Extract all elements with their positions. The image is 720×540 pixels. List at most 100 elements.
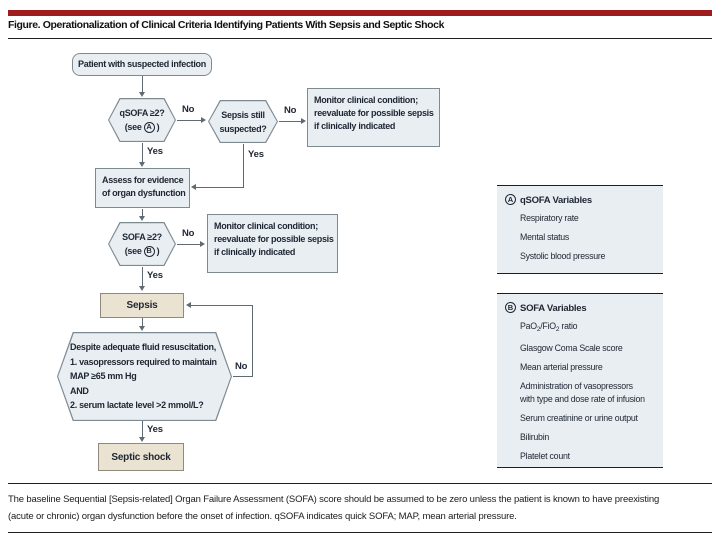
vaso-line1: Administration of vasopressors: [520, 381, 633, 391]
panel-b-items: PaO2/FiO2 ratio Glasgow Coma Scale score…: [505, 320, 655, 463]
decision-sepsis-still-text: Sepsis still suspected?: [208, 100, 278, 143]
arrowhead-down: [139, 92, 145, 97]
label-yes: Yes: [248, 149, 264, 160]
list-item-pao2-fio2: PaO2/FiO2 ratio: [520, 320, 655, 336]
node-monitor-1: Monitor clinical condition; reevaluate f…: [307, 88, 440, 147]
decision-septic-shock-criteria: Despite adequate fluid resuscitation, 1.…: [57, 332, 232, 421]
panel-b-heading: B SOFA Variables: [505, 302, 655, 314]
monitor1-line3: if clinically indicated: [314, 121, 396, 131]
criteria-line3: MAP ≥65 mm Hg: [70, 371, 137, 382]
footnote-line2: (acute or chronic) organ dysfunction bef…: [8, 511, 517, 522]
pao2-part: ratio: [559, 321, 578, 331]
ref-b-badge: B: [505, 302, 516, 313]
decision-sepsis-still-line2: suspected?: [219, 123, 267, 134]
assess-line2: of organ dysfunction: [102, 188, 186, 198]
list-item: Bilirubin: [520, 432, 550, 442]
panel-a-heading: A qSOFA Variables: [505, 194, 655, 206]
ref-a-badge: A: [143, 121, 155, 133]
arrowhead-down: [139, 326, 145, 331]
pao2-sub: 2: [536, 326, 541, 333]
figure-title: Figure. Operationalization of Clinical C…: [8, 19, 445, 31]
criteria-line2: 1. vasopressors required to maintain: [70, 356, 217, 367]
connector-line: [142, 143, 143, 163]
node-assess-organ-dysfunction: Assess for evidence of organ dysfunction: [95, 168, 190, 208]
label-yes: Yes: [147, 146, 163, 157]
list-item: Serum creatinine or urine output: [520, 413, 638, 423]
see-suffix: ): [156, 246, 160, 256]
assess-line1: Assess for evidence: [102, 175, 184, 185]
see-prefix: (see: [124, 122, 142, 132]
arrowhead-left: [191, 183, 196, 190]
monitor2-line2: reevaluate for possible sepsis: [214, 234, 334, 244]
decision-sepsis-still-suspected: Sepsis still suspected?: [208, 100, 278, 143]
connector-line: [243, 144, 244, 187]
panel-a-items: Respiratory rate Mental status Systolic …: [505, 212, 655, 263]
connector-line: [142, 267, 143, 287]
connector-line: [196, 187, 244, 188]
pao2-sub: 2: [555, 326, 560, 333]
node-sepsis-label: Sepsis: [126, 300, 158, 311]
list-item: Respiratory rate: [520, 213, 579, 223]
pao2-part: /FiO: [540, 321, 556, 331]
label-no: No: [235, 361, 248, 372]
decision-qsofa-line2: (see A ): [125, 120, 160, 134]
list-item-vasopressors: Administration of vasopressors with type…: [520, 380, 655, 406]
panel-b-title: SOFA Variables: [520, 303, 587, 314]
arrowhead-down: [139, 286, 145, 291]
label-no: No: [284, 105, 297, 116]
decision-qsofa-line1: qSOFA ≥2?: [119, 108, 165, 118]
node-sepsis: Sepsis: [100, 293, 184, 318]
decision-sofa-line1: SOFA ≥2?: [122, 232, 162, 242]
label-yes: Yes: [147, 424, 163, 435]
arrowhead-down: [139, 216, 145, 221]
arrowhead-right: [200, 240, 205, 247]
arrowhead-down: [139, 437, 145, 442]
connector-line: [142, 209, 143, 217]
connector-line: [279, 121, 302, 122]
hexagon-fill: [209, 101, 277, 142]
node-septic-shock-label: Septic shock: [111, 451, 171, 463]
monitor1-line2: reevaluate for possible sepsis: [314, 108, 434, 118]
ref-b-badge: B: [143, 245, 155, 257]
list-item: Mental status: [520, 232, 570, 242]
connector-line: [190, 305, 252, 306]
criteria-text: Despite adequate fluid resuscitation, 1.…: [57, 332, 232, 421]
pao2-part: PaO: [520, 321, 537, 331]
panel-qsofa-variables: A qSOFA Variables Respiratory rate Menta…: [497, 185, 663, 274]
accent-bar: [8, 10, 712, 16]
decision-sepsis-still-line1: Sepsis still: [221, 109, 265, 120]
decision-qsofa: qSOFA ≥2? (see A ): [108, 98, 176, 142]
connector-line: [177, 244, 201, 245]
vaso-line2: with type and dose rate of infusion: [520, 394, 645, 404]
panel-sofa-variables: B SOFA Variables PaO2/FiO2 ratio Glasgow…: [497, 293, 663, 468]
connector-line: [177, 120, 202, 121]
decision-sofa-text: SOFA ≥2? (see B ): [108, 222, 176, 266]
connector-line: [142, 318, 143, 327]
monitor2-line1: Monitor clinical condition;: [214, 221, 318, 231]
see-suffix: ): [156, 122, 160, 132]
footnote: The baseline Sequential [Sepsis-related]…: [8, 491, 720, 525]
monitor2-line3: if clinically indicated: [214, 247, 296, 257]
arrowhead-right: [201, 116, 206, 123]
list-item: Glasgow Coma Scale score: [520, 343, 623, 353]
decision-sofa-line2: (see B ): [125, 244, 160, 258]
criteria-line5: 2. serum lactate level >2 mmol/L?: [70, 400, 204, 411]
connector-line: [233, 376, 252, 377]
footnote-rule: [8, 483, 712, 484]
connector-line: [252, 305, 253, 377]
arrowhead-down: [139, 162, 145, 167]
criteria-line1: Despite adequate fluid resuscitation,: [70, 342, 216, 353]
label-no: No: [182, 228, 195, 239]
title-rule: [8, 38, 712, 39]
connector-line: [142, 76, 143, 93]
bottom-rule: [8, 532, 712, 533]
label-yes: Yes: [147, 270, 163, 281]
hexagon-fill: [58, 333, 231, 420]
node-monitor-2: Monitor clinical condition; reevaluate f…: [207, 214, 338, 273]
node-suspected-infection: Patient with suspected infection: [72, 53, 212, 76]
see-prefix: (see: [124, 246, 142, 256]
list-item: Platelet count: [520, 451, 570, 461]
connector-line: [142, 421, 143, 438]
panel-a-title: qSOFA Variables: [520, 195, 592, 206]
